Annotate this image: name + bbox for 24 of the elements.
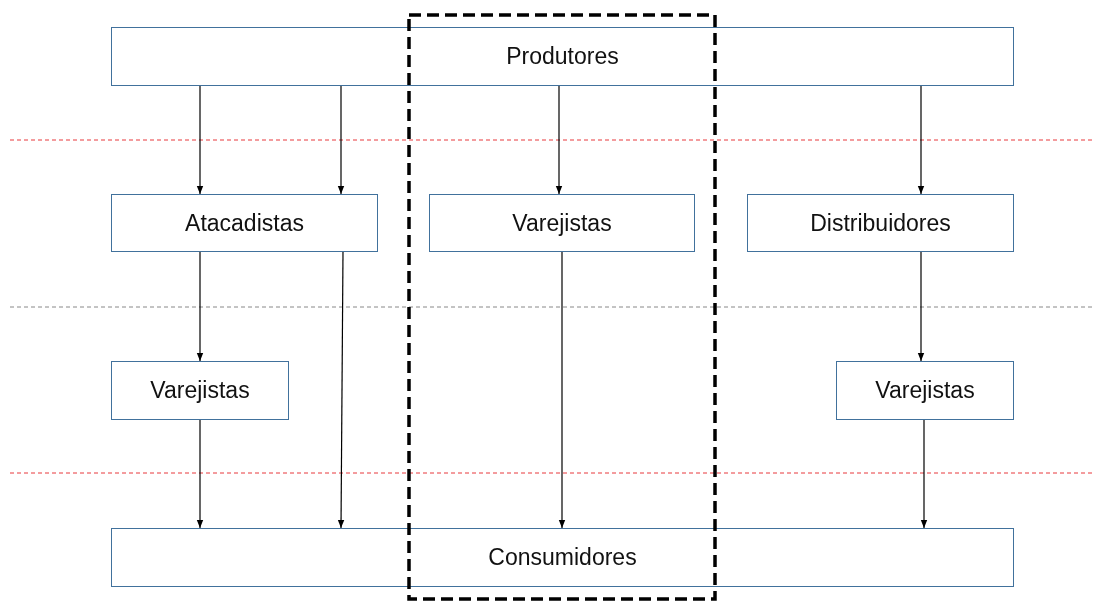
node-label: Atacadistas	[185, 209, 304, 237]
arrow	[337, 85, 345, 195]
process-box	[429, 194, 695, 252]
arrow	[337, 251, 345, 529]
node-label: Distribuidores	[810, 209, 951, 237]
process-box	[747, 194, 1014, 252]
arrow	[555, 85, 563, 195]
arrow	[917, 85, 925, 195]
arrow	[196, 419, 204, 529]
arrow	[920, 419, 928, 529]
node-label: Varejistas	[512, 209, 612, 237]
node-label: Varejistas	[875, 377, 975, 404]
arrow	[917, 251, 925, 362]
process-box	[111, 361, 289, 420]
node-label: Produtores	[506, 43, 619, 70]
process-box	[111, 194, 378, 252]
process-box	[111, 528, 1014, 587]
process-box	[111, 27, 1014, 86]
arrow	[558, 251, 566, 529]
process-box	[836, 361, 1014, 420]
node-label: Consumidores	[488, 544, 637, 571]
arrow	[196, 251, 204, 362]
node-label: Varejistas	[150, 377, 250, 404]
arrow	[196, 85, 204, 195]
